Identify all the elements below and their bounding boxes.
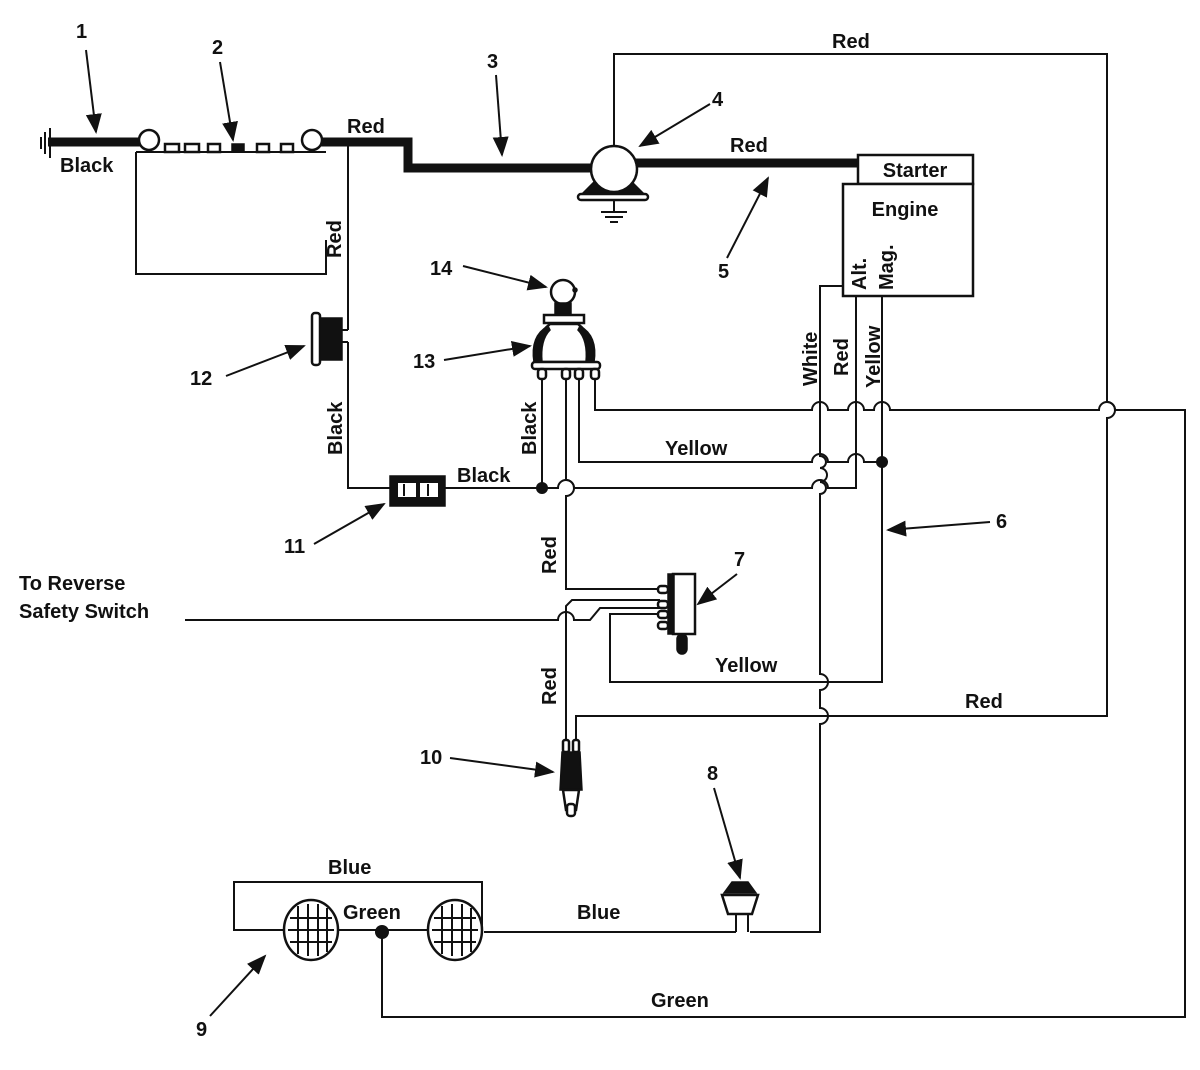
callout-13-arrow [443, 340, 532, 361]
label-starter-red: Red [730, 135, 768, 157]
callout-4-arrow [638, 103, 711, 148]
callout-1-arrow [85, 49, 102, 134]
label-engine-yellow: Yellow [863, 325, 885, 388]
battery-cell-caps [163, 142, 295, 154]
callout-7-arrow [696, 573, 738, 606]
ground-icon-battery [40, 128, 51, 158]
callout-10: 10 [420, 747, 442, 769]
switch-yellow-wire [578, 375, 882, 463]
callout-3-arrow [492, 74, 509, 157]
callout-2: 2 [212, 37, 223, 59]
starter-label: Starter [883, 160, 948, 182]
battery-positive-cable [320, 137, 592, 173]
label-plug-red: Red [539, 667, 561, 705]
battery-positive-terminal [300, 128, 324, 152]
callout-9-arrow [209, 954, 267, 1017]
headlight-left [282, 898, 340, 962]
plug-lower-red-wire [575, 715, 830, 740]
junction-dot-green [375, 925, 389, 939]
callout-3: 3 [487, 51, 498, 73]
lights-blue-loop-wire [233, 881, 483, 931]
seat-switch [559, 738, 583, 818]
label-interlock-yellow: Yellow [715, 655, 778, 677]
headlight-right [426, 898, 484, 962]
thin-wires [185, 53, 1186, 1018]
switch-red-wire [565, 375, 660, 590]
callout-2-arrow [219, 61, 238, 142]
label-fuse-black-vertical: Black [325, 401, 347, 455]
engine-white-wire [750, 285, 843, 933]
callout-12: 12 [190, 368, 212, 390]
wire-labels: Black Red Red Red Red Black Black Black … [60, 31, 1003, 1012]
label-engine-white: White [800, 332, 822, 386]
callouts: 1 2 3 4 5 6 7 8 9 10 11 12 13 14 [76, 21, 1007, 1041]
callout-9: 9 [196, 1019, 207, 1041]
callout-11-arrow [313, 503, 386, 545]
fuse-holder [389, 475, 446, 507]
label-interlock-red: Red [539, 536, 561, 574]
starter-solenoid [576, 144, 650, 223]
note-line-2: Safety Switch [19, 601, 149, 623]
label-ground-black: Black [60, 155, 114, 177]
callout-8-arrow [713, 787, 743, 880]
callout-10-arrow [449, 757, 555, 778]
callout-11: 11 [284, 536, 305, 558]
label-top-loop-red: Red [832, 31, 870, 53]
ammeter [310, 311, 348, 367]
callout-5: 5 [718, 261, 729, 283]
junction-to-alt-red-wire [542, 296, 857, 489]
headlights [282, 898, 484, 962]
label-battery-red: Red [347, 116, 385, 138]
label-lights-blue-top: Blue [328, 857, 371, 879]
callout-14: 14 [430, 258, 453, 280]
callout-6-arrow [886, 520, 991, 537]
ignition-key [549, 278, 578, 316]
callout-12-arrow [225, 344, 306, 377]
label-lights-green: Green [343, 902, 401, 924]
reverse-safety-switch-wire [185, 607, 660, 621]
callout-1: 1 [76, 21, 87, 43]
engine-box [841, 182, 975, 298]
label-switch-black: Black [519, 401, 541, 455]
switch-to-lights-wire [381, 375, 1186, 1018]
junction-dot-yellow [876, 456, 888, 468]
light-switch [720, 881, 760, 932]
ammeter-to-fuse-wire [347, 342, 390, 489]
callout-5-arrow [726, 176, 769, 259]
mag-label: Mag. [876, 244, 898, 290]
label-battery-red-vertical: Red [324, 220, 346, 258]
alt-label: Alt. [849, 258, 871, 290]
interlock-to-plug-red-wire [565, 599, 660, 740]
engine-yellow-wire [609, 296, 883, 683]
ground-icon-solenoid [601, 200, 627, 223]
battery [135, 128, 327, 275]
starter-box [856, 153, 975, 186]
callout-7: 7 [734, 549, 745, 571]
callout-14-arrow [462, 265, 548, 291]
label-engine-red: Red [831, 338, 853, 376]
junction-dot-black [536, 482, 548, 494]
label-fuse-black: Black [457, 465, 511, 487]
callout-8: 8 [707, 763, 718, 785]
engine-block: Starter Engine Alt. Mag. [841, 153, 975, 298]
note-line-1: To Reverse [19, 573, 125, 595]
label-switch-yellow: Yellow [665, 438, 728, 460]
battery-negative-terminal [137, 128, 161, 152]
callout-4: 4 [712, 89, 724, 111]
label-bottom-green: Green [651, 990, 709, 1012]
label-lights-blue-right: Blue [577, 902, 620, 924]
callout-6: 6 [996, 511, 1007, 533]
ignition-switch [530, 313, 602, 381]
label-lower-red: Red [965, 691, 1003, 713]
interlock-switch [656, 572, 697, 655]
battery-cables [48, 137, 860, 173]
callout-13: 13 [413, 351, 435, 373]
engine-label: Engine [872, 199, 939, 221]
